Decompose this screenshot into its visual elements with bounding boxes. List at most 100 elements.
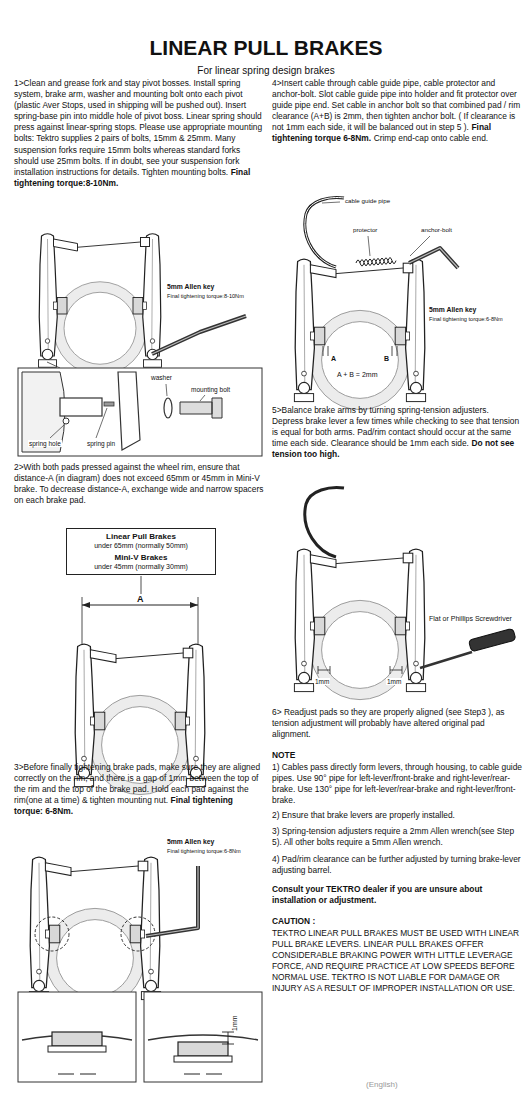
part-label-block: spring pin [86, 440, 116, 449]
step-text: Crimp end-cap onto cable end. [374, 133, 489, 143]
pad-spacer [90, 717, 94, 725]
note-heading: NOTE [272, 750, 295, 760]
pivot-boss [60, 398, 102, 416]
arrowhead [190, 602, 198, 608]
detail-inset [144, 992, 262, 1082]
brake-pad [57, 298, 67, 315]
brake-pad [175, 712, 185, 730]
cable-holder [54, 239, 78, 251]
arm-rib [304, 555, 306, 673]
part-label: washer [150, 374, 173, 381]
part-label: spring pin [86, 440, 116, 447]
extension-line [82, 597, 83, 644]
pivot-bolt [410, 672, 421, 683]
brake-pad [52, 1032, 102, 1046]
brake-drawing [29, 857, 160, 1007]
pad-spacer [186, 717, 190, 725]
caution-text: TEKTRO LINEAR PULL BRAKES MUST BE USED W… [272, 928, 519, 993]
pad-arrow [58, 1074, 96, 1075]
brake-pad [94, 712, 104, 730]
brake-drawing [39, 234, 162, 375]
left-side [294, 259, 324, 401]
box-text: under 65mm (normally 50mm) [73, 542, 209, 550]
rim [322, 612, 399, 689]
brake-arm [143, 234, 161, 356]
part-label: protector [352, 226, 378, 233]
pivot-bolt [33, 980, 44, 991]
dimension-label: A + B = 2mm [336, 371, 378, 378]
brake-arm-section [118, 372, 140, 450]
language-mark: (English) [366, 1080, 398, 1089]
arm-rib [47, 239, 49, 350]
cable-guide-pipe [305, 198, 344, 267]
pad-spacer [406, 332, 410, 340]
dimension-label: 1mm [386, 678, 402, 685]
allen-key [146, 866, 198, 936]
box-heading: Linear Pull Brakes [73, 532, 209, 542]
dimension-line [222, 1032, 234, 1044]
torque-label-block: Final tightening torque:8-10Nm [166, 293, 245, 300]
callout-line [47, 362, 60, 368]
brake-arm [406, 549, 425, 679]
cable [116, 653, 183, 659]
arm-rib [415, 265, 417, 383]
note-text: 2) Ensure that brake levers are properly… [272, 810, 455, 820]
pivot-bolt [298, 382, 309, 393]
torque-label: Final tightening torque:8-10Nm [166, 293, 245, 299]
pivot-detail [22, 372, 222, 452]
dimension-label-block: 1mm [314, 678, 330, 687]
brake-arm [295, 549, 314, 679]
step-text: 2>With both pads pressed against the whe… [14, 462, 263, 505]
brake-arm [406, 259, 425, 389]
step-text-block: 4>Insert cable through cable guide pipe,… [272, 78, 522, 145]
spring-adjuster [414, 371, 419, 376]
part-label-block: cable guide pipe [344, 197, 391, 205]
note-text-block: Consult your TEKTRO dealer if you are un… [272, 884, 522, 906]
brake-pad [314, 327, 324, 345]
dimension-label: B [383, 355, 390, 362]
pad-shoe [48, 1046, 106, 1052]
note-text: 4) Pad/rim clearance can be further adju… [272, 854, 521, 875]
step-text-block: 1>Clean and grease fork and stay pivot b… [14, 78, 264, 189]
allen-key-hi [152, 316, 246, 354]
torque-label-block: Final tightening torque:6-8Nm [428, 316, 504, 323]
step-text: 1>Clean and grease fork and stay pivot b… [14, 78, 262, 177]
pivot-bolt [42, 349, 53, 360]
allen-key-hi [409, 248, 458, 268]
part-label: cable guide pipe [344, 197, 391, 204]
cable-guide-pipe-inner [305, 198, 344, 267]
rim [64, 292, 136, 364]
part-label-block: mounting bolt [190, 386, 231, 395]
cable-holder [90, 650, 116, 663]
fork-leg [22, 372, 65, 452]
subtitle: For linear spring design brakes [197, 65, 334, 76]
pivot-bolt [410, 382, 421, 393]
screwdriver-shaft [420, 652, 472, 668]
cable-protector [356, 258, 396, 266]
anchor-bolt-body [141, 238, 150, 247]
pivot-bolt [298, 672, 309, 683]
brake-arm [39, 234, 57, 356]
leader-line [368, 236, 370, 256]
note-text-block: 3) Spring-tension adjusters require a 2m… [272, 826, 522, 848]
anchor-bolt-body [403, 553, 413, 563]
spring-adjuster [37, 969, 42, 974]
part-label-block: spring hole [28, 440, 62, 449]
detail-inset [18, 992, 136, 1082]
brake-pad [314, 617, 324, 635]
pad-spacer [310, 622, 314, 630]
cable [336, 268, 403, 274]
left-side [29, 857, 59, 999]
step-text-block: 6> Readjust pads so they are properly al… [272, 707, 522, 740]
box-text: under 45mm (normally 30mm) [73, 563, 209, 571]
rim-section [148, 1035, 258, 1040]
fork-boss [144, 360, 162, 368]
spring-adjuster [150, 339, 155, 344]
spring-hole [63, 418, 69, 424]
arm-rib [151, 239, 153, 350]
left-side [39, 234, 68, 368]
arm-rib [84, 650, 86, 768]
dimension-line [82, 605, 198, 606]
torque-label: Final tightening torque:6-8Nm [428, 316, 504, 322]
anchor-bolt-body [183, 648, 193, 658]
